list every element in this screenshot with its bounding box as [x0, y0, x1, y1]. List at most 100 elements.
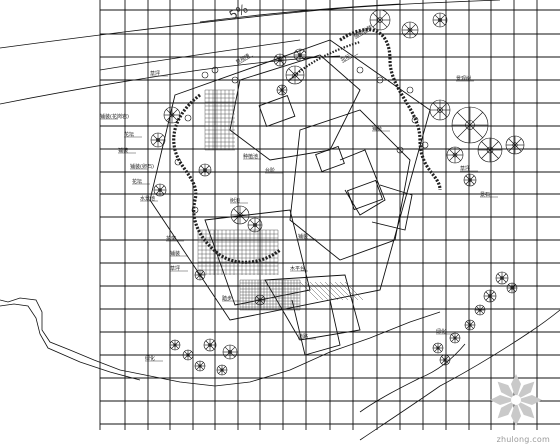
tree-branch: [439, 102, 448, 111]
tree-branch: [457, 124, 471, 138]
tree-branch: [196, 365, 201, 370]
tree-branch: [152, 134, 159, 141]
tree-branch: [294, 68, 302, 76]
tree-branch: [465, 179, 471, 185]
tree-branch: [249, 224, 256, 231]
tree-branch: [514, 144, 522, 152]
tree-branch: [224, 346, 231, 353]
tree-branch: [199, 365, 204, 370]
tree-branch: [432, 109, 441, 118]
tree-branch: [221, 366, 226, 371]
tree-branch: [514, 138, 522, 146]
tree-branch: [279, 59, 285, 65]
logo-petal: [516, 381, 535, 400]
tree-branch: [205, 344, 211, 350]
tree-branch: [511, 284, 516, 289]
tree-branch: [157, 134, 164, 141]
zhulong-logo-icon: [490, 374, 542, 426]
tree-branch: [409, 29, 416, 36]
deck-board: [319, 281, 339, 301]
tree-branch: [174, 344, 179, 349]
tree-branch: [239, 208, 247, 216]
tree-branch: [299, 50, 305, 56]
tree-branch: [281, 86, 286, 91]
tree-branch: [466, 324, 471, 329]
tree-branch: [157, 139, 164, 146]
tree-branch: [485, 295, 491, 301]
deck-board: [299, 281, 319, 301]
tree-branch: [275, 55, 281, 61]
logo-petal: [511, 374, 521, 400]
tree-branch: [254, 224, 261, 231]
annotation-label: 景石: [480, 191, 490, 198]
tree-branch: [508, 284, 513, 289]
tree-branch: [288, 68, 296, 76]
deck-board: [309, 281, 329, 301]
planting-beds: [172, 28, 442, 264]
tree-branch: [437, 344, 442, 349]
tree-branch: [187, 354, 192, 359]
deck-board: [339, 281, 359, 301]
annotation-label: 绿化: [436, 328, 446, 335]
tree-branch: [233, 208, 241, 216]
shrub-icon: [396, 146, 404, 154]
tree-branch: [174, 341, 179, 346]
tree-branch: [469, 179, 475, 185]
tree-branch: [204, 165, 210, 171]
logo-petal: [497, 400, 516, 419]
annotation-label: 花坛: [124, 131, 134, 138]
tree-branch: [469, 321, 474, 326]
annotation-label: 铺装(花岗岩): [100, 113, 129, 120]
tree-branch: [444, 359, 449, 364]
tree-branch: [404, 24, 411, 31]
tree-branch: [171, 109, 178, 116]
tree-branch: [372, 12, 381, 21]
tree-branch: [205, 340, 211, 346]
tree-branch: [379, 19, 388, 28]
tree-branch: [451, 334, 456, 339]
annotation-label: 树池: [230, 197, 240, 204]
tree-branch: [434, 19, 441, 26]
tree-branch: [465, 175, 471, 181]
tree-branch: [439, 109, 448, 118]
logo-petal: [516, 400, 535, 419]
tree-branch: [229, 351, 236, 358]
tree-branch: [476, 309, 481, 314]
tree-branch: [204, 169, 210, 175]
tree-branch: [299, 54, 305, 60]
tree-branch: [171, 114, 178, 121]
tree-branch: [218, 366, 223, 371]
tree-branch: [288, 74, 296, 82]
deck-board: [314, 281, 334, 301]
tree-branch: [469, 124, 483, 138]
tree-branch: [229, 346, 236, 353]
annotation-label: 踏步: [222, 295, 232, 302]
tree-branch: [508, 144, 516, 152]
tree-branch: [279, 55, 285, 61]
tree-branch: [278, 89, 283, 94]
tree-branch: [224, 351, 231, 358]
annotation-label: 草坪: [170, 265, 180, 272]
tree-branch: [479, 309, 484, 314]
tree-branch: [481, 149, 491, 159]
annotation-label: 花坛: [132, 178, 142, 185]
shrub-icon: [174, 158, 182, 166]
shrub-icon: [201, 71, 209, 79]
tree-branch: [511, 287, 516, 292]
shrub-icon: [421, 141, 429, 149]
tree-branch: [434, 14, 441, 21]
tree-branch: [256, 299, 261, 304]
tree-branch: [184, 354, 189, 359]
tree-branch: [501, 273, 507, 279]
tree-branch: [476, 306, 481, 311]
deck-board: [329, 281, 349, 301]
tree-branch: [166, 109, 173, 116]
tree-branch: [199, 271, 204, 276]
tree-branch: [295, 50, 301, 56]
leader-line: [237, 55, 254, 66]
tree-branch: [200, 169, 206, 175]
tree-branch: [454, 337, 459, 342]
tree-branch: [221, 369, 226, 374]
shrub-icon: [191, 206, 199, 214]
